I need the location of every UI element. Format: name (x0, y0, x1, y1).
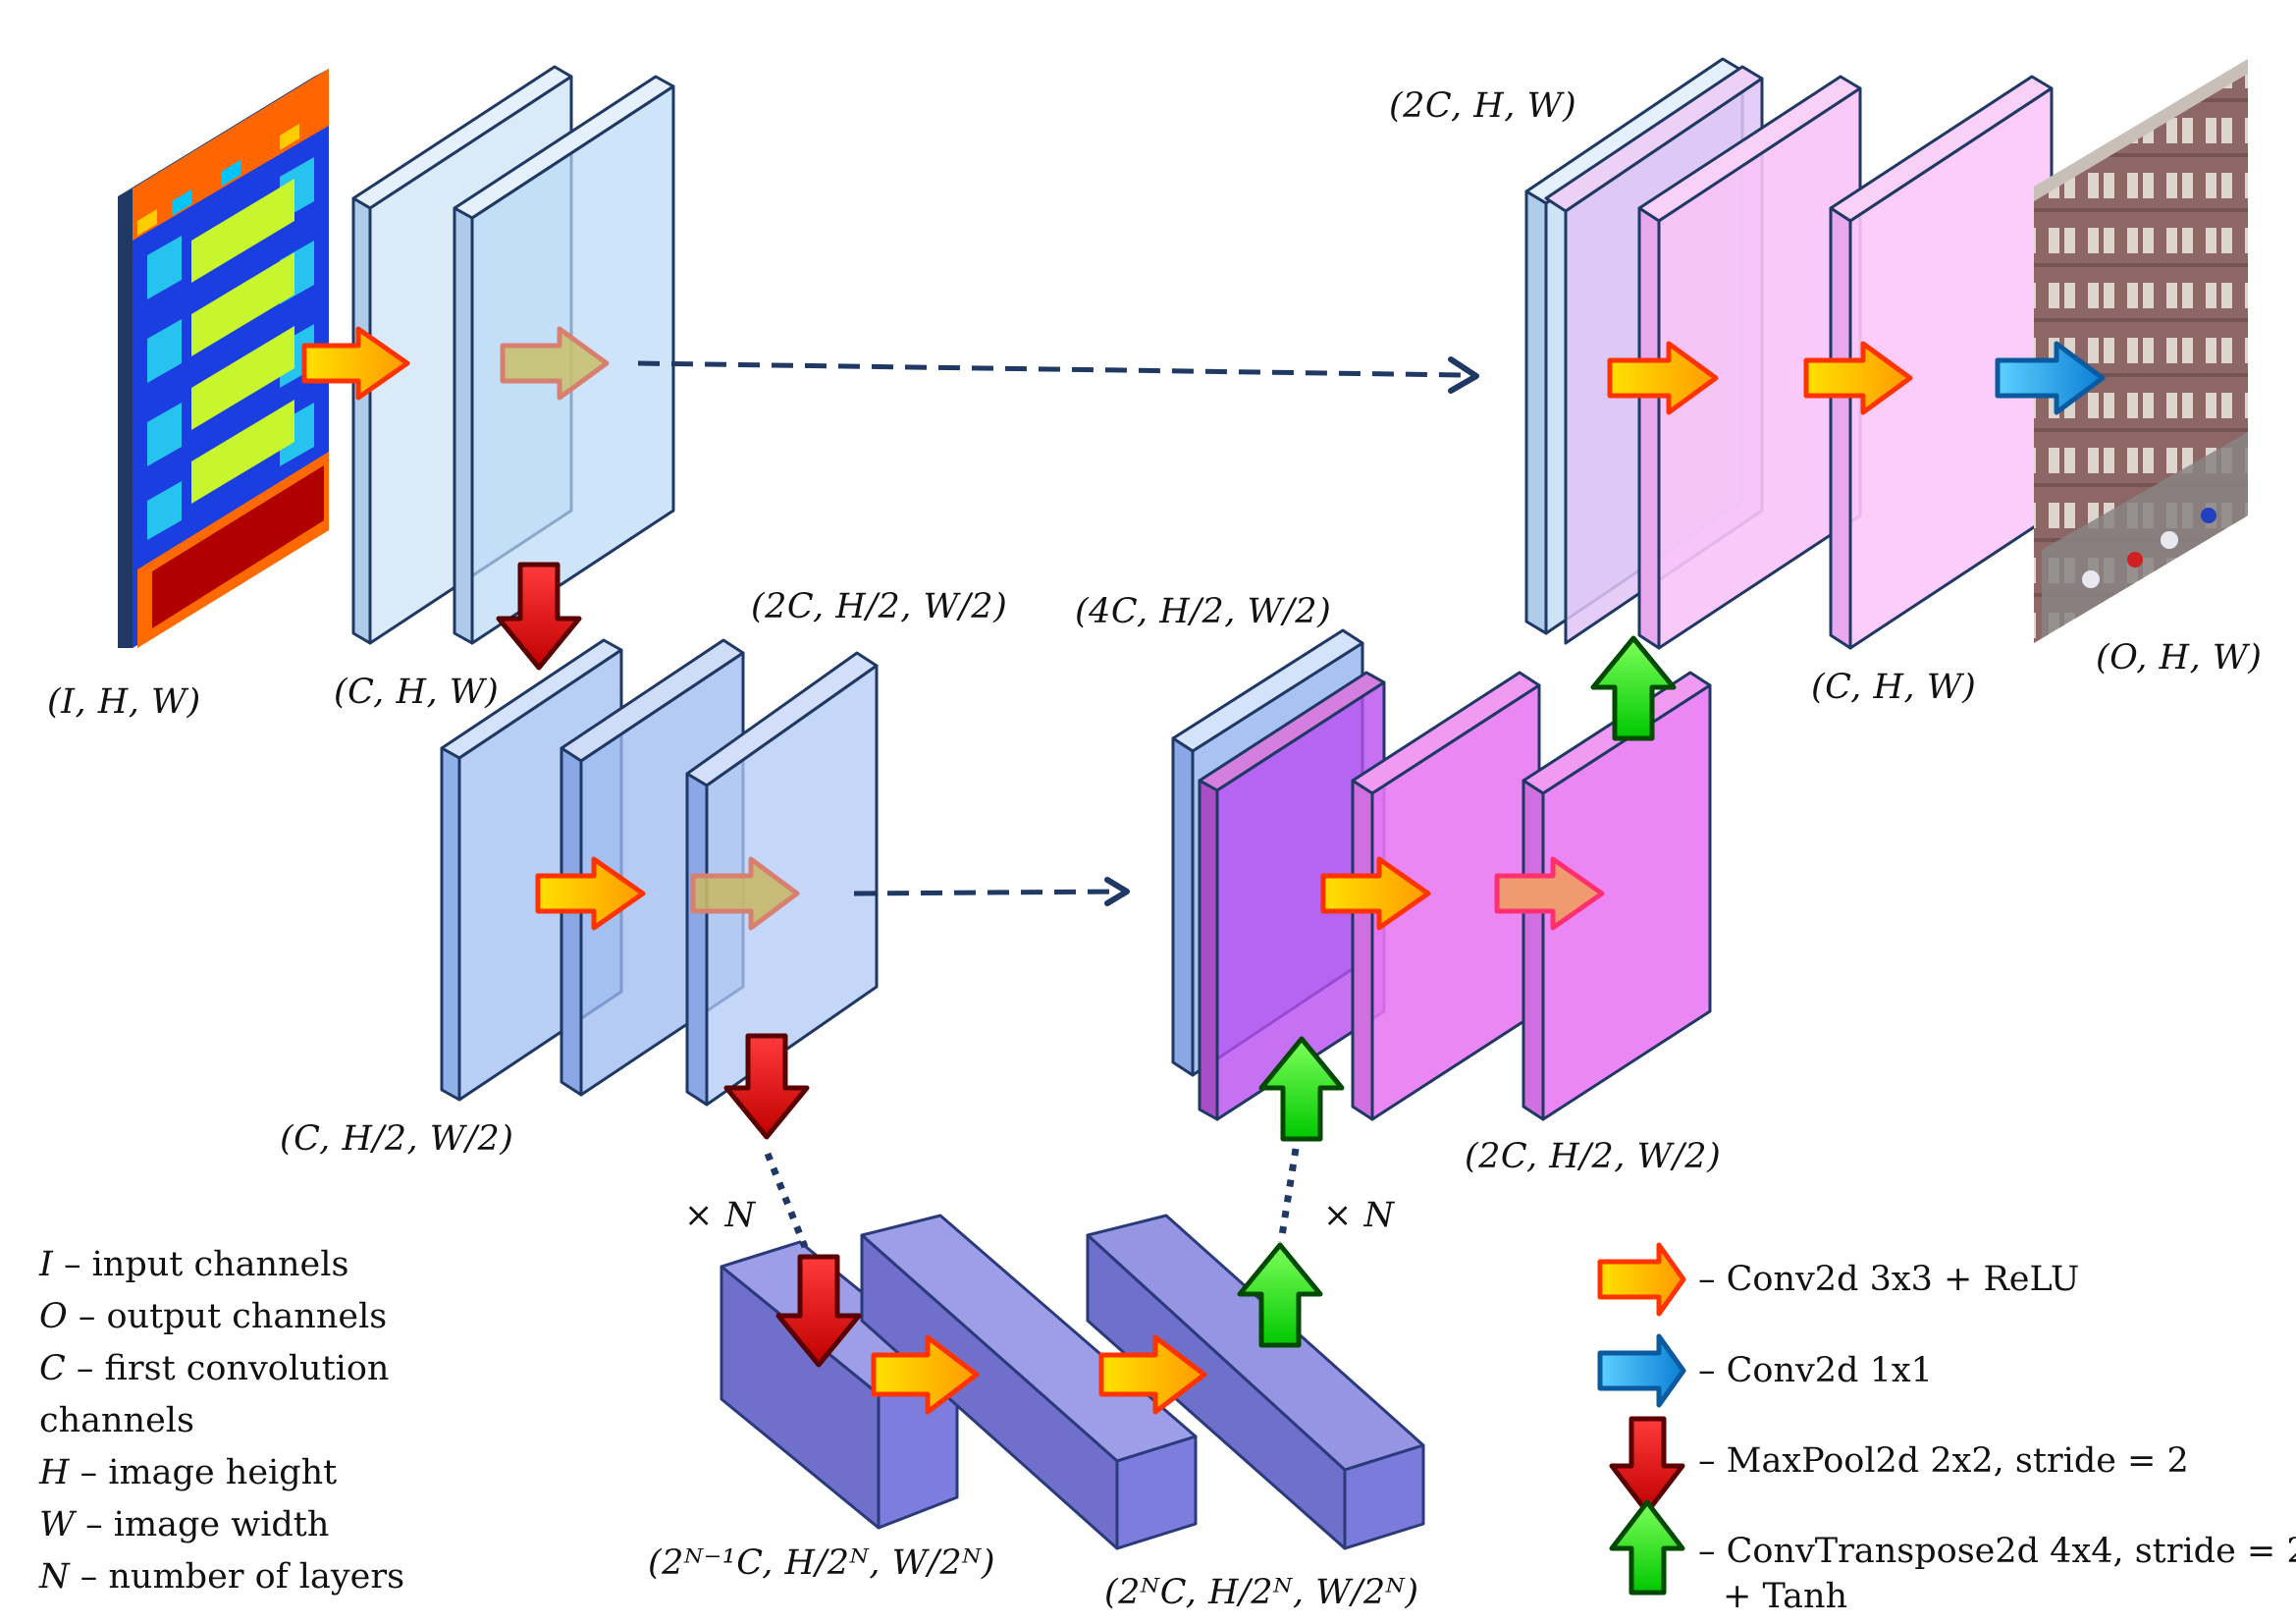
decoder-level1 (1524, 57, 2054, 650)
output-dims-label: (O, H, W) (2096, 638, 2263, 677)
definition-text: channels (39, 1401, 194, 1440)
conv-relu-arrow (1494, 856, 1605, 931)
definition-symbol: H (39, 1453, 70, 1492)
repeat-connectors (764, 1148, 1300, 1249)
repeat-connector-right (1277, 1148, 1300, 1243)
upconv-arrow (1237, 1242, 1323, 1348)
maxpool-arrows (496, 562, 862, 1368)
output-image (2034, 59, 2248, 643)
input-dims-label: (I, H, W) (47, 682, 201, 722)
decoder2-in-dims-label: (4C, H/2, W/2) (1075, 592, 1332, 631)
skip-connection-level1 (637, 360, 1464, 378)
legend-maxpool-text: – MaxPool2d 2x2, stride = 2 (1698, 1441, 2189, 1481)
decoder1-slab-c (1829, 75, 2054, 650)
repeat-connector-left (764, 1152, 809, 1249)
definition-row: channels (39, 1401, 194, 1440)
legend-icons (1597, 1242, 1686, 1596)
skip-arrowhead-level1 (1448, 356, 1479, 394)
definition-symbol: C (39, 1349, 66, 1388)
decoder2-slab-b (1351, 671, 1541, 1121)
repeat-left-label: × N (684, 1196, 756, 1235)
definition-text: – image width (85, 1505, 330, 1544)
legend-maxpool-icon (1609, 1416, 1685, 1515)
definition-row: O – output channels (39, 1297, 387, 1336)
definition-symbol: W (39, 1505, 75, 1544)
upconv-arrow (1258, 1036, 1345, 1142)
decoder2-concat-decoder-part (1198, 671, 1386, 1121)
encoder2-slab-c (685, 651, 879, 1107)
encoder2-in-dims-label: (C, H/2, W/2) (280, 1119, 514, 1159)
bottleneck-in-dims-label: (2ᴺ⁻¹C, H/2ᴺ, W/2ᴺ) (648, 1543, 996, 1583)
skip-connection-level2 (853, 889, 1120, 896)
skip-connections (637, 360, 1464, 896)
conv-relu-arrow (535, 856, 646, 931)
decoder1-in-dims-label: (2C, H, W) (1389, 86, 1577, 126)
legend-upconv-icon (1609, 1499, 1685, 1596)
legend-conv1x1-text: – Conv2d 1x1 (1698, 1351, 1933, 1390)
conv-relu-arrow (301, 326, 410, 401)
conv-relu-arrow (1098, 1334, 1207, 1415)
definition-row: N – number of layers (39, 1557, 404, 1597)
legend-conv1x1-icon (1597, 1333, 1686, 1408)
upconv-arrow (1590, 635, 1677, 741)
repeat-right-label: × N (1323, 1196, 1395, 1235)
legend-upconv-text: – ConvTranspose2d 4x4, stride = 2 (1698, 1532, 2296, 1571)
definition-text: – number of layers (80, 1557, 405, 1597)
conv-relu-arrows (301, 326, 1913, 1415)
input-image (118, 69, 329, 648)
conv-relu-arrow (500, 326, 610, 401)
conv-relu-arrow (1320, 856, 1431, 931)
encoder1-dims-label: (C, H, W) (334, 673, 500, 712)
conv-relu-arrow (1803, 341, 1913, 415)
maxpool-arrow (723, 1033, 810, 1140)
skip-arrowheads (1104, 356, 1479, 906)
legend-conv-relu-icon (1597, 1242, 1686, 1317)
upconv-arrows (1237, 635, 1677, 1348)
definition-text: – output channels (78, 1297, 388, 1336)
definition-row: I – input channels (39, 1245, 348, 1284)
conv-relu-arrow (690, 856, 800, 931)
maxpool-arrow (775, 1254, 862, 1368)
definition-symbol: N (39, 1557, 70, 1597)
encoder-level2 (440, 638, 879, 1107)
encoder2-out-dims-label: (2C, H/2, W/2) (751, 587, 1008, 626)
definition-text: – image height (80, 1453, 338, 1492)
bottleneck-out-dims-label: (2ᴺC, H/2ᴺ, W/2ᴺ) (1104, 1573, 1419, 1612)
definition-symbol: I (39, 1245, 53, 1284)
skip-arrowhead-level2 (1104, 877, 1130, 906)
definition-text: – first convolution (76, 1349, 390, 1388)
conv1x1-arrow (1995, 341, 2106, 415)
legend-conv-relu-text: – Conv2d 3x3 + ReLU (1698, 1260, 2080, 1299)
decoder1-slab-b (1637, 75, 1862, 650)
definition-row: C – first convolution (39, 1349, 389, 1388)
decoder2-out-dims-label: (2C, H/2, W/2) (1465, 1137, 1722, 1176)
conv-relu-arrow (871, 1334, 980, 1415)
bottleneck-block-b (860, 1214, 1198, 1550)
legend-upconv-tanh-text: + Tanh (1723, 1577, 1848, 1616)
decoder1-out-dims-label: (C, H, W) (1811, 668, 1977, 707)
conv-relu-arrow (1607, 341, 1719, 415)
definition-row: H – image height (39, 1453, 337, 1492)
maxpool-arrow (496, 562, 582, 671)
definition-symbol: O (39, 1297, 68, 1336)
bottleneck-block-c (1086, 1214, 1425, 1550)
definition-row: W – image width (39, 1505, 329, 1544)
definition-text: – input channels (63, 1245, 349, 1284)
